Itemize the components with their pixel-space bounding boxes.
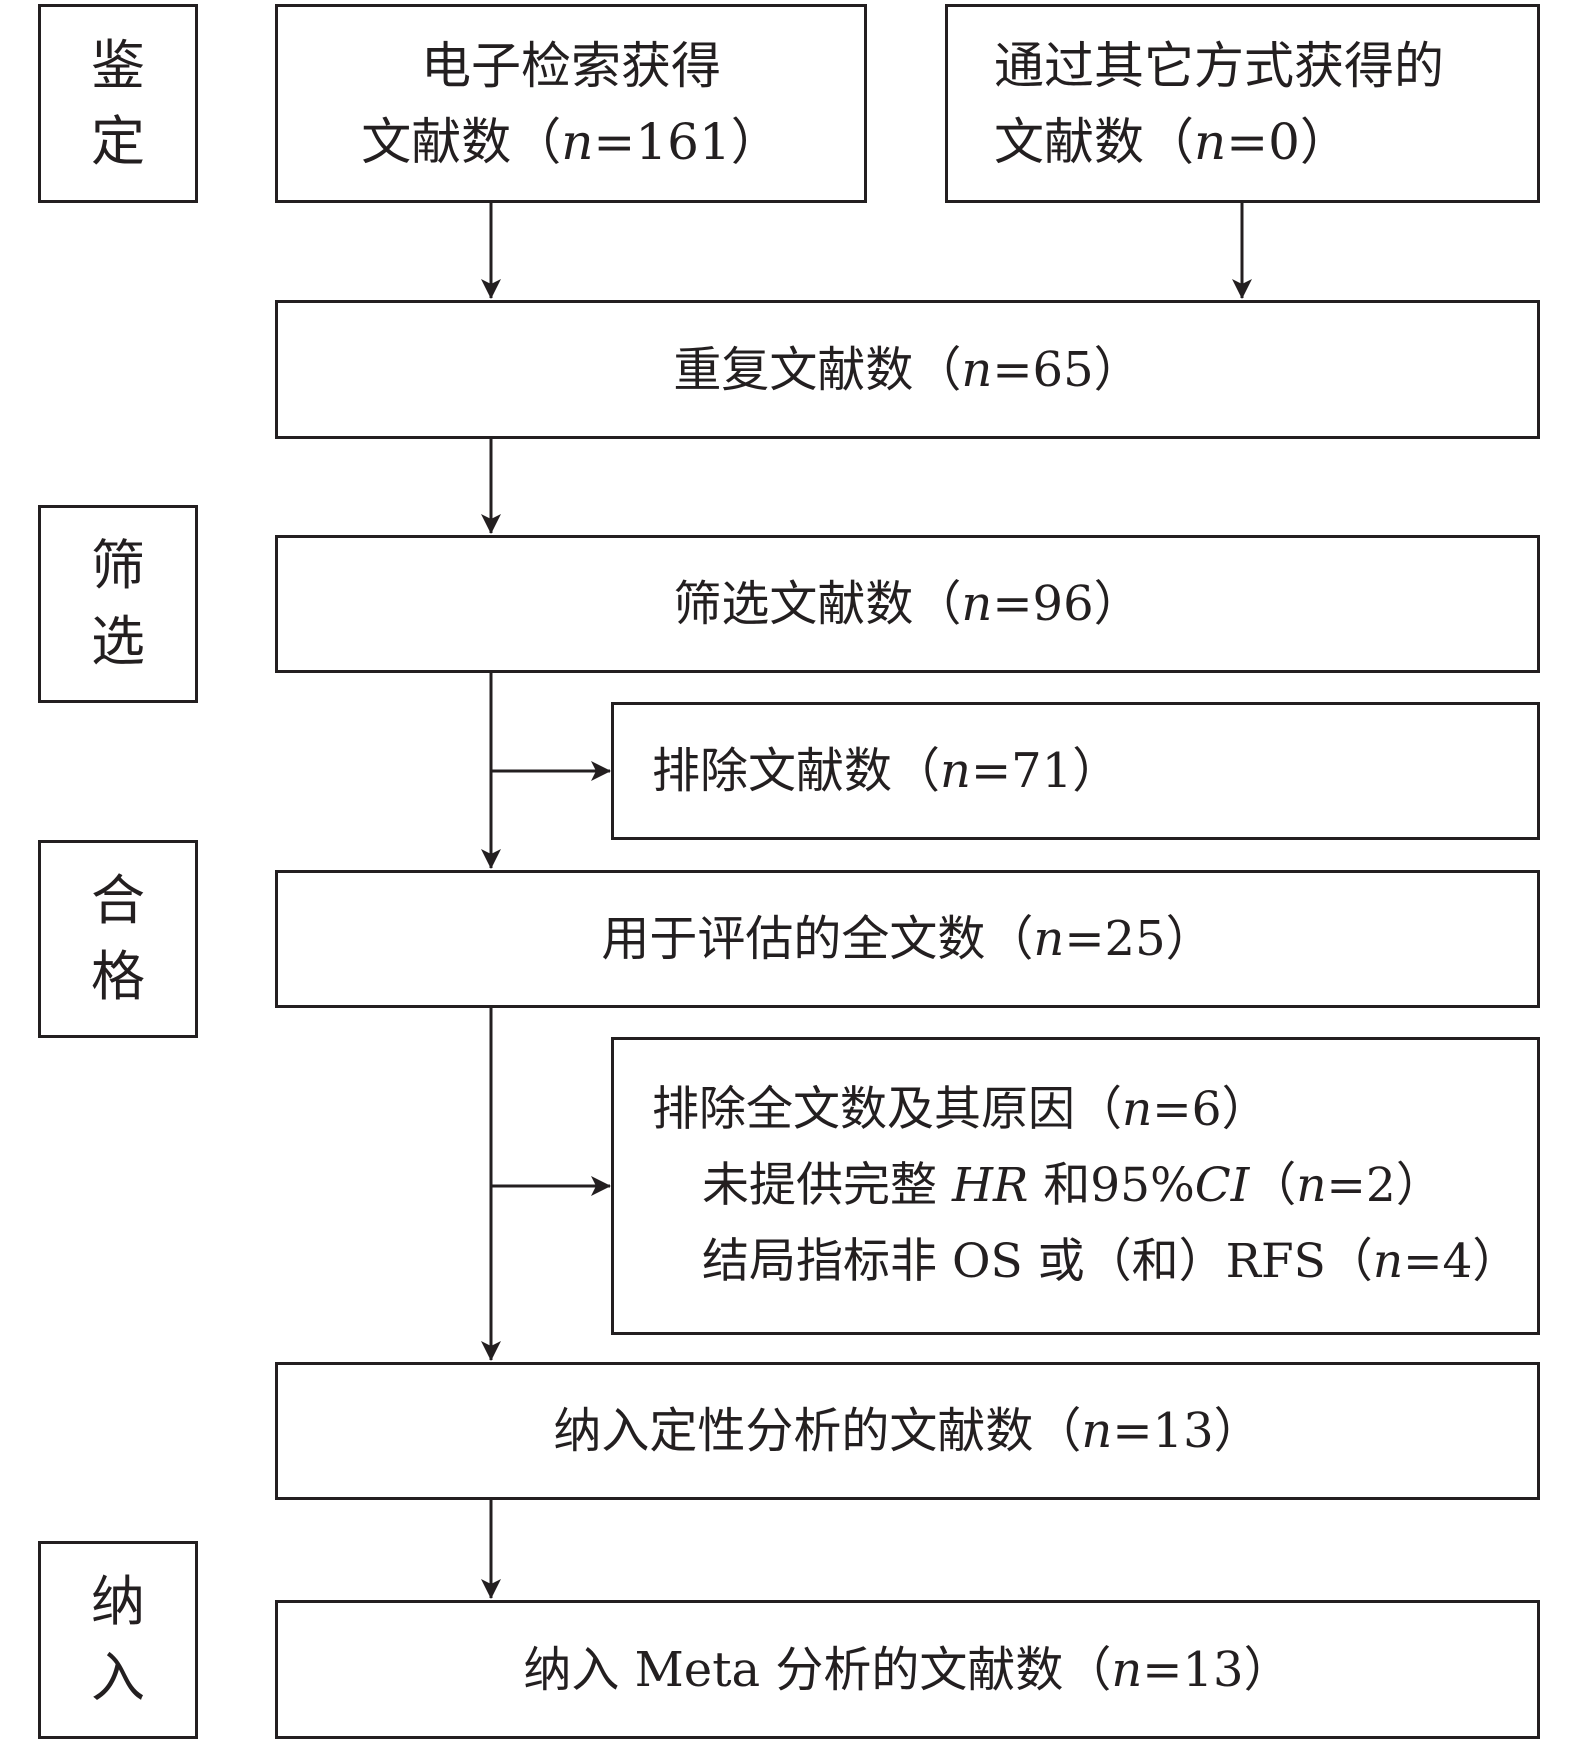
stage-char: 筛 xyxy=(91,534,145,597)
text-segment: =65） xyxy=(992,341,1142,398)
stage-char: 格 xyxy=(91,945,145,1008)
stage-screening: 筛 选 xyxy=(38,505,198,703)
stage-char: 纳 xyxy=(91,1570,145,1633)
n-symbol: n xyxy=(1122,1082,1153,1137)
box-line: 电子检索获得 xyxy=(421,36,721,95)
ci-symbol: CI xyxy=(1194,1158,1250,1213)
box-line: 重复文献数（n=65） xyxy=(673,332,1141,408)
box-other-sources: 通过其它方式获得的 文献数（n=0） xyxy=(945,4,1540,203)
stage-char: 合 xyxy=(91,869,145,932)
n-symbol: n xyxy=(1081,1403,1113,1459)
stage-char: 入 xyxy=(91,1646,145,1709)
box-line: 排除文献数（n=71） xyxy=(652,733,1120,809)
n-symbol: n xyxy=(561,112,594,171)
text-segment: =6） xyxy=(1152,1082,1269,1137)
text-segment: 文献数（ xyxy=(994,112,1194,171)
n-symbol: n xyxy=(1194,112,1227,171)
text-segment: 纳入 Meta 分析的文献数（ xyxy=(523,1641,1112,1698)
n-symbol: n xyxy=(940,743,971,799)
text-segment: 重复文献数（ xyxy=(673,341,962,398)
exclusion-reason: 未提供完整 HR 和95%CI（n=2） xyxy=(652,1148,1443,1224)
box-fulltext-excluded: 排除全文数及其原因（n=6） 未提供完整 HR 和95%CI（n=2） 结局指标… xyxy=(611,1037,1540,1335)
box-line: 筛选文献数（n=96） xyxy=(673,566,1141,642)
text-segment: =13） xyxy=(1112,1403,1262,1459)
box-excluded-records: 排除文献数（n=71） xyxy=(611,702,1540,840)
box-fulltext-assessed: 用于评估的全文数（n=25） xyxy=(275,870,1540,1008)
box-electronic-search: 电子检索获得 文献数（n=161） xyxy=(275,4,867,203)
text-segment: =25） xyxy=(1064,911,1214,967)
box-line: 通过其它方式获得的 xyxy=(994,36,1444,95)
text-segment: 排除文献数（ xyxy=(652,743,941,799)
n-symbol: n xyxy=(1372,1234,1404,1289)
stage-eligibility: 合 格 xyxy=(38,840,198,1038)
text-segment: （ xyxy=(1249,1158,1297,1213)
n-symbol: n xyxy=(961,576,993,632)
text-segment: =161） xyxy=(593,112,781,171)
box-line: 纳入定性分析的文献数（n=13） xyxy=(553,1393,1261,1469)
stage-included: 纳 入 xyxy=(38,1541,198,1739)
text-segment: =4） xyxy=(1403,1234,1520,1289)
text-segment: =13） xyxy=(1142,1641,1292,1698)
text-segment: 纳入定性分析的文献数（ xyxy=(553,1403,1082,1459)
stage-char: 鉴 xyxy=(91,33,145,97)
box-qualitative: 纳入定性分析的文献数（n=13） xyxy=(275,1362,1540,1500)
box-line: 纳入 Meta 分析的文献数（n=13） xyxy=(523,1632,1291,1708)
text-segment: 筛选文献数（ xyxy=(673,576,962,632)
n-symbol: n xyxy=(1296,1158,1327,1213)
box-screened: 筛选文献数（n=96） xyxy=(275,535,1540,673)
stage-identification: 鉴 定 xyxy=(38,4,198,203)
box-line: 用于评估的全文数（n=25） xyxy=(601,901,1213,977)
exclusion-reason: 结局指标非 OS 或（和）RFS（n=4） xyxy=(652,1224,1519,1300)
hr-symbol: HR xyxy=(951,1158,1029,1213)
text-segment: 排除全文数及其原因（ xyxy=(652,1082,1122,1137)
text-segment: =71） xyxy=(970,743,1121,799)
text-segment: =0） xyxy=(1226,112,1350,171)
stage-char: 选 xyxy=(91,610,145,673)
box-line: 文献数（n=0） xyxy=(994,104,1350,180)
text-segment: =2） xyxy=(1326,1158,1443,1213)
n-symbol: n xyxy=(961,341,993,398)
text-segment: =96） xyxy=(992,576,1142,632)
text-segment: 文献数（ xyxy=(361,112,562,171)
box-meta-analysis: 纳入 Meta 分析的文献数（n=13） xyxy=(275,1600,1540,1739)
text-segment: 未提供完整 xyxy=(702,1158,952,1213)
n-symbol: n xyxy=(1033,911,1065,967)
stage-char: 定 xyxy=(91,109,145,173)
box-duplicates: 重复文献数（n=65） xyxy=(275,300,1540,439)
box-line: 排除全文数及其原因（n=6） xyxy=(652,1072,1269,1148)
box-line: 文献数（n=161） xyxy=(361,104,781,180)
text-segment: 结局指标非 OS 或（和）RFS（ xyxy=(702,1234,1373,1289)
text-segment: 用于评估的全文数（ xyxy=(601,911,1034,967)
text-segment: 和95% xyxy=(1028,1158,1195,1213)
n-symbol: n xyxy=(1111,1641,1143,1698)
